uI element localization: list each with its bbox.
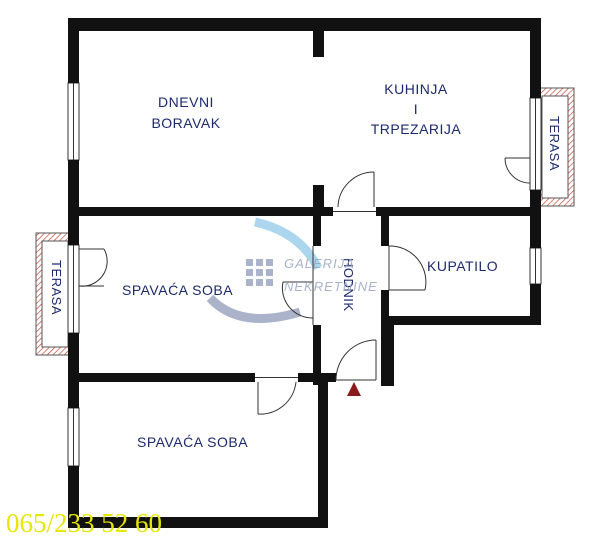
room-label-dnevni-boravak: DNEVNI BORAVAK (146, 92, 226, 134)
walls (68, 18, 541, 528)
terrace-right (535, 87, 575, 207)
galerija-logo-icon (206, 217, 323, 323)
entrance-arrow-icon (347, 382, 361, 396)
doors (78, 157, 531, 415)
room-label-line: DNEVNI (158, 94, 214, 110)
contact-phone: 065/233 52 60 (6, 508, 163, 538)
watermark-line-2: NEKRETNINE (284, 279, 378, 294)
room-label-terasa-left: TERASA (49, 260, 64, 316)
room-label-terasa-right: TERASA (547, 116, 562, 172)
room-label-line: BORAVAK (151, 115, 221, 131)
room-label-spavaca-soba-1: SPAVAĆA SOBA (122, 282, 234, 298)
room-label-kuhinja: KUHINJA I TRPEZARIJA (365, 79, 467, 139)
room-label-line: TRPEZARIJA (370, 121, 462, 137)
room-label-line: I (413, 101, 419, 117)
room-label-hodnik: HODNIK (341, 258, 356, 312)
room-label-kupatilo: KUPATILO (427, 258, 499, 274)
watermark-line-1: GALERIJA (284, 256, 355, 271)
room-label-line: KUHINJA (384, 81, 448, 97)
room-label-spavaca-soba-2: SPAVAĆA SOBA (137, 434, 249, 450)
